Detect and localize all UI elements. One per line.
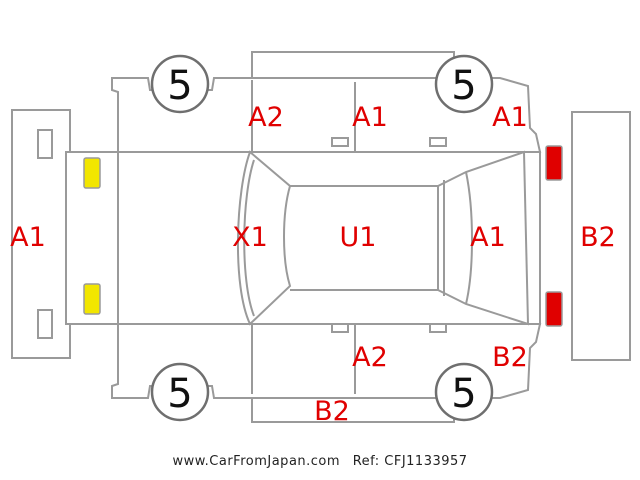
front-light-bottom <box>83 283 101 315</box>
wheel-right-rear: 5 <box>434 362 494 422</box>
footer-site: www.CarFromJapan.com <box>172 454 341 469</box>
tire-rating: 5 <box>451 371 476 417</box>
top-side-body <box>111 77 542 153</box>
code-hood: X1 <box>232 222 268 253</box>
wheel-left-rear: 5 <box>434 54 494 114</box>
wheel-left-front: 5 <box>150 54 210 114</box>
car-outline-svg: 5 5 5 5 A1 B2 X1 U1 A1 A2 A1 A1 A2 B2 B2 <box>10 51 631 427</box>
front-light-top <box>83 157 101 189</box>
wheel-right-front: 5 <box>150 362 210 422</box>
rear-glass-outline <box>437 150 530 326</box>
windshield-inner <box>243 159 255 317</box>
code-right-rocker: B2 <box>314 396 350 427</box>
top-handle-front <box>331 137 349 147</box>
tire-circle <box>434 54 494 114</box>
code-roof: U1 <box>340 222 377 253</box>
code-rear-glass: A1 <box>470 222 506 253</box>
code-left-rear-quarter: A1 <box>492 102 528 133</box>
rear-light-top <box>545 145 563 181</box>
top-view-body <box>65 151 541 325</box>
tire-circle <box>434 362 494 422</box>
front-bumper-slot-top <box>37 129 53 159</box>
tire-rating: 5 <box>167 63 192 109</box>
bottom-side-rocker <box>251 395 455 423</box>
code-front-bumper: A1 <box>10 222 46 253</box>
bottom-side-body <box>111 323 542 399</box>
top-handle-rear <box>429 137 447 147</box>
footer-ref: Ref: CFJ1133957 <box>352 454 468 469</box>
tire-rating: 5 <box>451 63 476 109</box>
rear-glass-inner <box>465 171 473 305</box>
top-side-rocker <box>251 51 455 79</box>
code-right-rear-door: A2 <box>352 342 388 373</box>
front-bumper-panel <box>11 109 71 359</box>
rear-light-bottom <box>545 291 563 327</box>
code-left-rear-door: A1 <box>352 102 388 133</box>
code-rear-bumper: B2 <box>580 222 616 253</box>
footer-caption: www.CarFromJapan.com Ref: CFJ1133957 <box>0 454 640 469</box>
rear-bumper-panel <box>571 111 631 361</box>
tire-circle <box>150 362 210 422</box>
roof-outline <box>290 185 439 291</box>
tire-circle <box>150 54 210 114</box>
windshield-outline <box>237 150 292 326</box>
front-bumper-slot-bottom <box>37 309 53 339</box>
tire-rating: 5 <box>167 371 192 417</box>
code-right-rear-quarter: B2 <box>492 342 528 373</box>
code-left-front-door: A2 <box>248 102 284 133</box>
